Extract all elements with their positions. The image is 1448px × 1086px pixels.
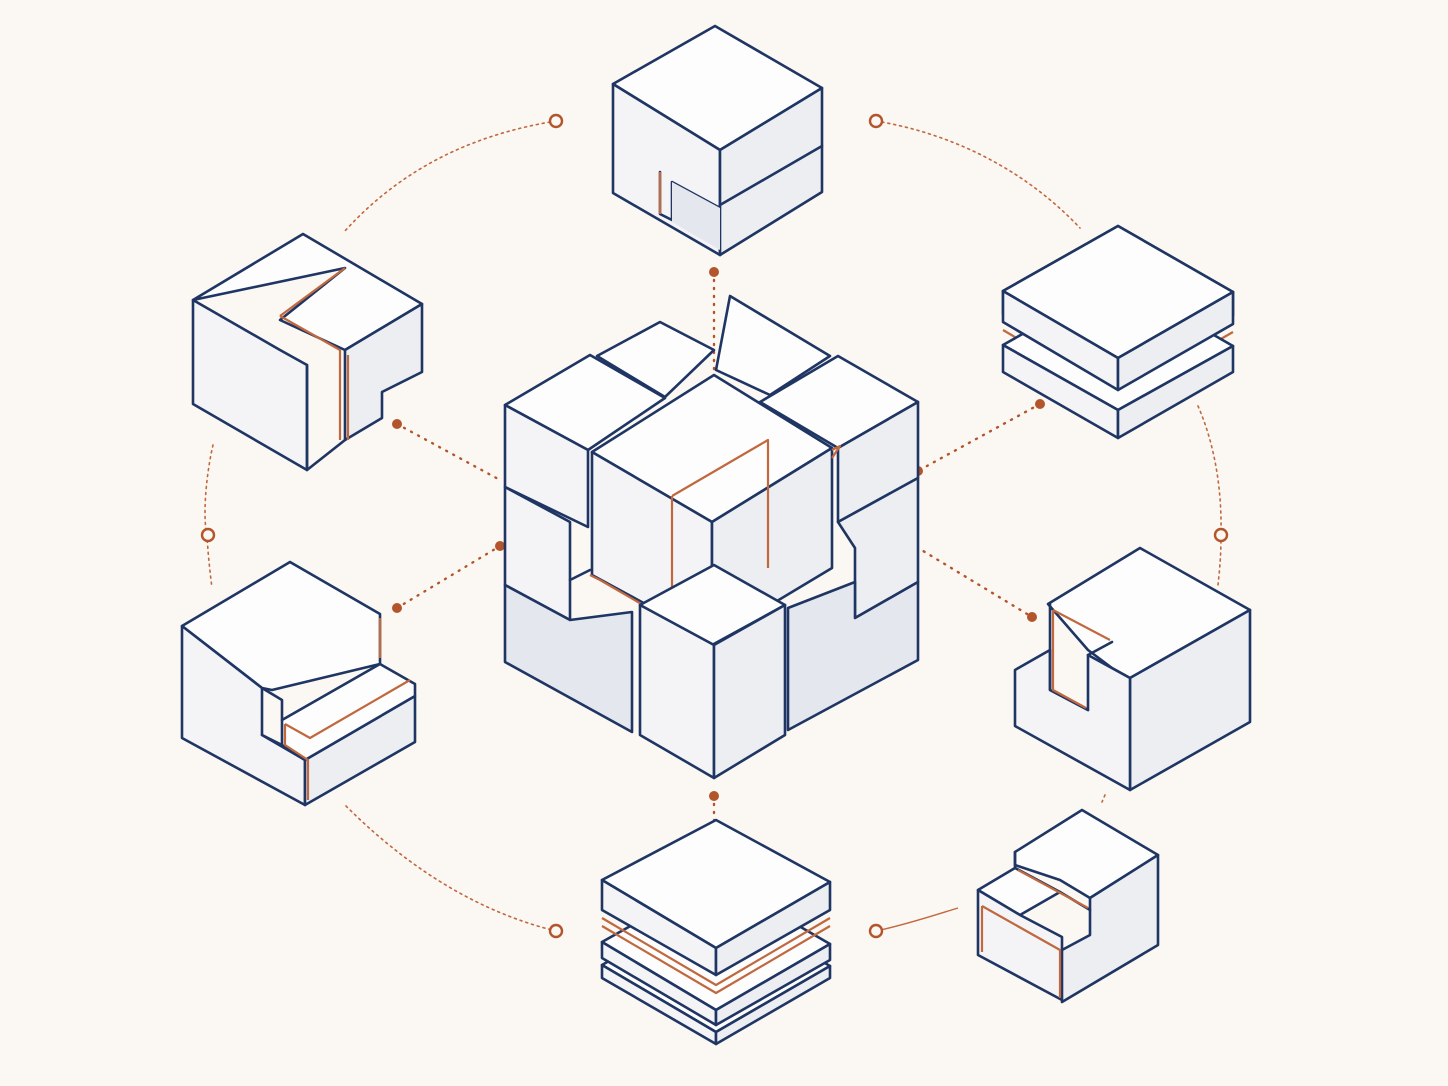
upper-left-l-block: [191, 232, 424, 472]
right-notched-block: [1013, 546, 1252, 792]
orbit-node-left: [200, 527, 216, 543]
orbit-node-bottom-left: [548, 923, 564, 939]
upper-right-layered-slab: [1001, 224, 1235, 440]
assembled-cube: [503, 294, 920, 780]
orbit-nodes: [200, 113, 1229, 939]
lower-right-stepped-block: [976, 808, 1160, 1004]
orbit-node-right: [1213, 527, 1229, 543]
orbit-node-top-right: [868, 113, 884, 129]
left-stepped-block: [180, 560, 417, 807]
bottom-layered-stack: [600, 818, 832, 1046]
orbit-node-bottom-right: [868, 923, 884, 939]
orbit-node-top-left: [548, 113, 564, 129]
top-l-cutout-block: [611, 24, 824, 257]
